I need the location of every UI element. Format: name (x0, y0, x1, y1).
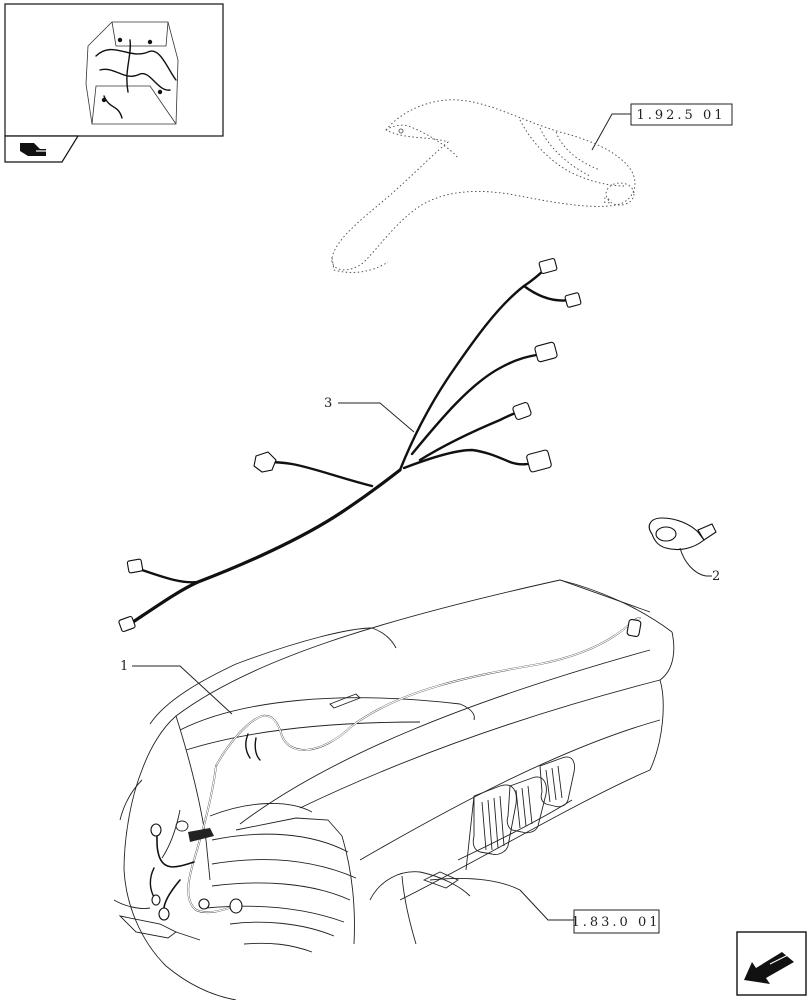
svg-text:1: 1 (120, 659, 128, 674)
wiring-harness-1[interactable]: 1 (120, 617, 642, 921)
svg-text:1.83.0 01: 1.83.0 01 (571, 915, 660, 930)
reference-bonnet[interactable]: 1.83.0 01 (519, 889, 661, 934)
cable-clip-2[interactable]: 2 (648, 517, 720, 584)
arrow-right-down-icon[interactable] (736, 931, 807, 996)
roof-cover-outline (331, 99, 636, 273)
arrow-book-icon[interactable] (20, 143, 46, 156)
side-vents (457, 756, 575, 871)
svg-text:3: 3 (324, 396, 332, 411)
thumbnail-inset (4, 3, 224, 163)
connector (118, 258, 582, 633)
svg-text:1.92.5 01: 1.92.5 01 (636, 108, 725, 123)
reference-roof-cover[interactable]: 1.92.5 01 (591, 103, 733, 151)
wiring-harness-3[interactable]: 3 (118, 258, 582, 633)
brand-emblem (175, 820, 214, 842)
cab-wiring-thumbnail (85, 21, 179, 125)
svg-text:2: 2 (712, 569, 720, 584)
bonnet-outline (113, 579, 675, 1000)
